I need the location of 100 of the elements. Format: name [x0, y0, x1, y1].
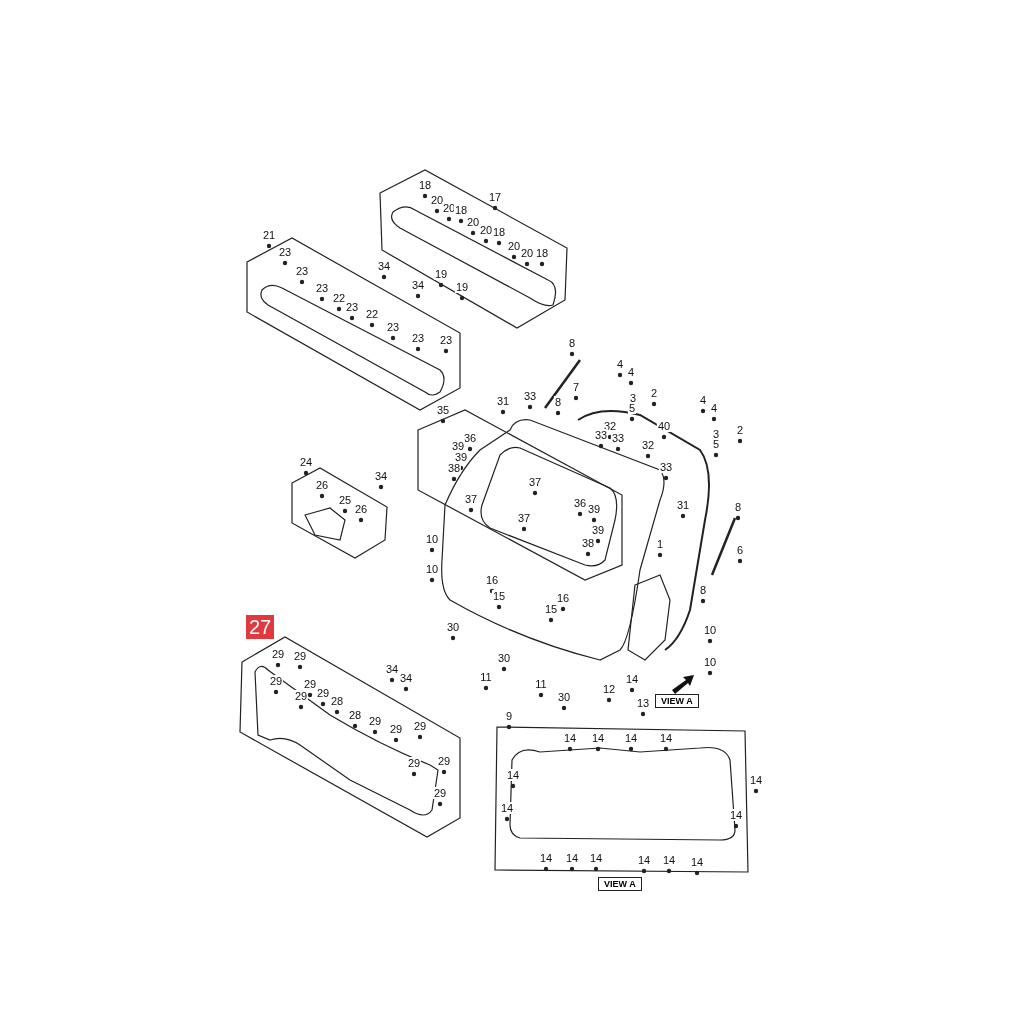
callout-number: 33 — [658, 461, 674, 473]
callout-number: 36 — [572, 497, 588, 509]
callout-number: 14 — [661, 854, 677, 866]
callout-number: 18 — [491, 226, 507, 238]
view-label: VIEW A — [598, 877, 642, 891]
callout-number: 5 — [627, 402, 637, 414]
callout-number: 37 — [527, 476, 543, 488]
callout-number: 14 — [562, 732, 578, 744]
callout-number: 39 — [590, 524, 606, 536]
callout-number: 29 — [436, 755, 452, 767]
callout-number: 10 — [424, 533, 440, 545]
callout-number: 4 — [615, 358, 625, 370]
callout-number: 39 — [450, 440, 466, 452]
callout-number: 18 — [534, 247, 550, 259]
callout-number: 14 — [623, 732, 639, 744]
callout-number: 8 — [567, 337, 577, 349]
callout-number: 1 — [655, 538, 665, 550]
callout-number: 14 — [564, 852, 580, 864]
callout-number: 20 — [519, 247, 535, 259]
callout-number: 36 — [462, 432, 478, 444]
callout-number: 30 — [445, 621, 461, 633]
callout-number: 10 — [424, 563, 440, 575]
callout-number: 4 — [709, 402, 719, 414]
callout-number: 16 — [555, 592, 571, 604]
callout-number: 29 — [270, 648, 286, 660]
callout-number: 30 — [496, 652, 512, 664]
callout-number: 14 — [588, 852, 604, 864]
callout-number: 11 — [479, 671, 493, 683]
callout-number: 4 — [626, 366, 636, 378]
callout-number: 33 — [610, 432, 626, 444]
callout-number: 30 — [556, 691, 572, 703]
callout-number: 8 — [733, 501, 743, 513]
callout-number: 39 — [586, 503, 602, 515]
callout-number: 10 — [702, 624, 718, 636]
callout-number: 18 — [417, 179, 433, 191]
callout-number: 34 — [376, 260, 392, 272]
callout-number: 33 — [522, 390, 538, 402]
callout-number: 28 — [329, 695, 345, 707]
callout-number: 29 — [293, 690, 309, 702]
callout-number: 11 — [534, 678, 548, 690]
callout-number: 14 — [689, 856, 705, 868]
callout-number: 20 — [506, 240, 522, 252]
callout-number: 29 — [292, 650, 308, 662]
callout-number: 29 — [406, 757, 422, 769]
callout-number: 29 — [432, 787, 448, 799]
callout-number: 19 — [454, 281, 470, 293]
callout-number: 25 — [337, 494, 353, 506]
callout-number: 2 — [735, 424, 745, 436]
callout-number: 16 — [484, 574, 500, 586]
callout-number: 29 — [388, 723, 404, 735]
callout-number: 13 — [635, 697, 651, 709]
callout-number: 9 — [504, 710, 514, 722]
callout-number: 10 — [702, 656, 718, 668]
callout-number: 23 — [314, 282, 330, 294]
callout-number: 22 — [331, 292, 347, 304]
callout-number: 14 — [624, 673, 640, 685]
callout-number: 35 — [435, 404, 451, 416]
callout-number: 21 — [261, 229, 277, 241]
callout-number: 40 — [656, 420, 672, 432]
callout-number: 32 — [640, 439, 656, 451]
callout-number: 23 — [294, 265, 310, 277]
callout-number: 15 — [491, 590, 507, 602]
callout-number: 20 — [465, 216, 481, 228]
callout-number: 37 — [463, 493, 479, 505]
callout-number: 34 — [373, 470, 389, 482]
callout-number: 28 — [347, 709, 363, 721]
callout-number: 8 — [553, 396, 563, 408]
callout-number: 8 — [698, 584, 708, 596]
callout-number: 24 — [298, 456, 314, 468]
callout-number: 29 — [315, 687, 331, 699]
callout-number: 6 — [735, 544, 745, 556]
callout-number: 2 — [649, 387, 659, 399]
callout-number: 19 — [433, 268, 449, 280]
callout-number: 4 — [698, 394, 708, 406]
callout-number: 14 — [636, 854, 652, 866]
callout-number: 34 — [410, 279, 426, 291]
callout-number: 33 — [593, 429, 609, 441]
callout-number: 14 — [505, 769, 521, 781]
callout-number: 38 — [580, 537, 596, 549]
callout-number: 34 — [398, 672, 414, 684]
callout-number: 29 — [268, 675, 284, 687]
callout-number: 22 — [364, 308, 380, 320]
callout-number: 14 — [590, 732, 606, 744]
callout-number: 29 — [412, 720, 428, 732]
callout-number: 5 — [711, 438, 721, 450]
callout-number: 14 — [538, 852, 554, 864]
callout-number: 26 — [353, 503, 369, 515]
callout-number: 17 — [487, 191, 503, 203]
callout-number: 14 — [748, 774, 764, 786]
callout-number: 23 — [385, 321, 401, 333]
callout-number: 37 — [516, 512, 532, 524]
callout-number: 39 — [453, 451, 469, 463]
callout-number: 23 — [438, 334, 454, 346]
callout-badge: 27 — [246, 615, 275, 639]
callout-number: 12 — [601, 683, 617, 695]
callout-number: 15 — [543, 603, 559, 615]
callout-number: 20 — [429, 194, 445, 206]
callout-number: 23 — [410, 332, 426, 344]
callout-number: 7 — [571, 381, 581, 393]
callout-number: 23 — [344, 301, 360, 313]
